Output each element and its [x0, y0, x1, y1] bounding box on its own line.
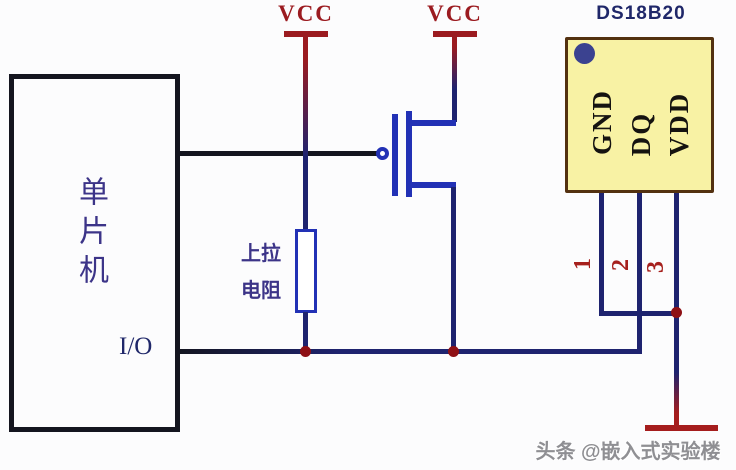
sensor-pin-number-2: 2	[608, 259, 634, 271]
mosfet-source-wire	[451, 187, 456, 353]
junction-dot-resistor	[300, 346, 311, 357]
sensor-title: DS18B20	[596, 3, 686, 24]
io-data-wire	[176, 349, 642, 354]
pullup-resistor-label-line1: 上拉	[241, 243, 281, 265]
vcc-right-label: VCC	[427, 1, 483, 26]
vcc-right-bar	[433, 31, 477, 37]
sensor-pin-label-gnd: GND	[587, 89, 617, 155]
gate-wire	[178, 151, 378, 156]
ground-wire	[674, 313, 679, 427]
mosfet-gate-bar	[392, 114, 398, 196]
mcu-label: 单片机	[74, 176, 107, 293]
vcc-left-wire	[303, 36, 308, 230]
sensor-chip-body	[565, 37, 714, 193]
pullup-resistor-label: 上拉 电阻	[241, 236, 287, 310]
mosfet-channel-bar	[406, 111, 412, 197]
resistor-bottom-wire	[303, 312, 308, 353]
dq-pin-wire	[637, 193, 642, 351]
pullup-resistor-label-line2: 电阻	[241, 280, 281, 302]
gnd-pin-wire	[599, 193, 604, 313]
mosfet-drain-lead	[409, 120, 456, 126]
gnd-to-vdd-wire	[599, 311, 677, 316]
mcu-box	[9, 74, 180, 432]
mcu-io-port-label: I/O	[119, 333, 153, 360]
sensor-pin-number-1: 1	[570, 258, 596, 270]
sensor-pin-label-dq: DQ	[626, 111, 656, 157]
sensor-pin-number-3: 3	[643, 261, 669, 273]
ground-symbol-icon	[645, 425, 718, 431]
sensor-pin-label-vdd: VDD	[664, 91, 694, 157]
vdd-pin-wire	[674, 193, 679, 313]
junction-dot-mosfet	[448, 346, 459, 357]
junction-dot-ground	[671, 307, 682, 318]
sensor-pin1-marker-icon	[574, 43, 595, 64]
vcc-left-label: VCC	[278, 1, 334, 26]
pullup-resistor	[295, 229, 317, 313]
mosfet-source-lead	[409, 182, 456, 188]
vcc-right-wire	[452, 36, 457, 122]
mosfet-gate-bubble-icon	[376, 147, 389, 160]
watermark: 头条 @嵌入式实验楼	[535, 441, 721, 463]
vcc-left-bar	[284, 31, 328, 37]
